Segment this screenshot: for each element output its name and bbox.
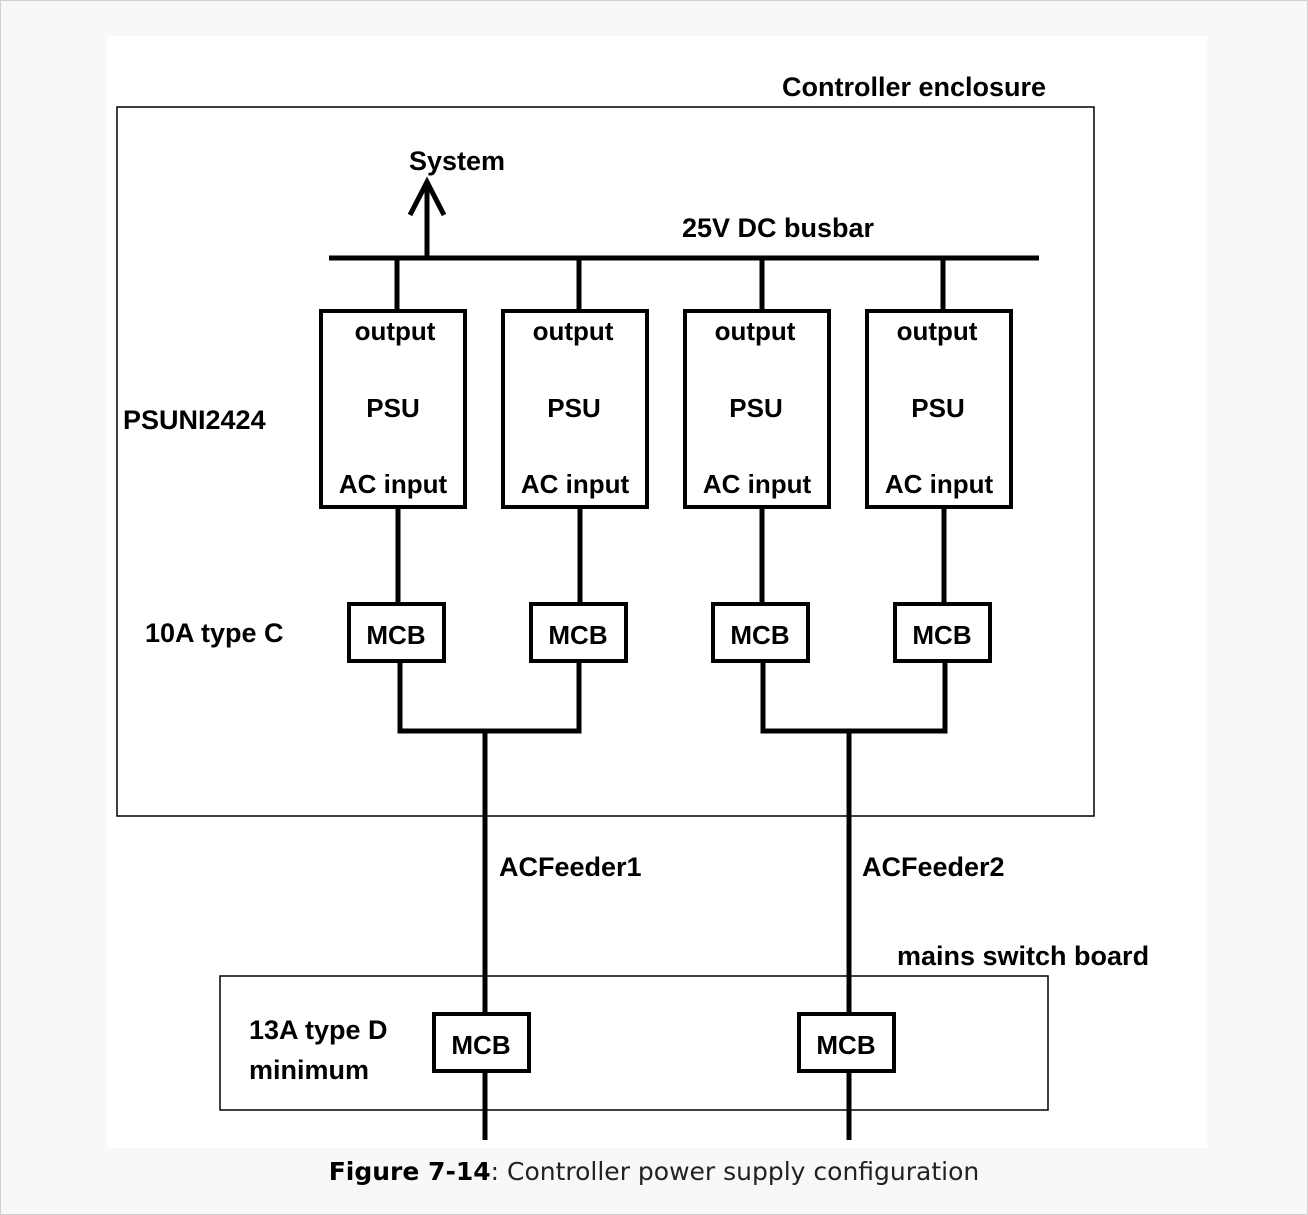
mcb-pair-join (760, 661, 948, 734)
figure-caption: Figure 7-14: Controller power supply con… (0, 1157, 1308, 1186)
switchboard-rating-line1: 13A type D (249, 1015, 388, 1045)
mcb-label: MCB (912, 620, 971, 650)
psu-output-label: output (715, 316, 796, 346)
ac-feeder-1-label: ACFeeder1 (499, 852, 642, 882)
mcb-pair-join (397, 661, 582, 734)
psu-box (683, 309, 831, 509)
figure: Controller enclosure System 25V DC busba… (107, 36, 1207, 1148)
mcb-box (432, 1012, 531, 1073)
mcb-box (347, 602, 446, 663)
figure-number: Figure 7-14 (328, 1157, 491, 1186)
switchboard-rating-line2: minimum (249, 1055, 369, 1085)
psu-output-label: output (533, 316, 614, 346)
busbar-label: 25V DC busbar (682, 213, 875, 243)
mcb-label: MCB (730, 620, 789, 650)
psu-name-label: PSU (366, 393, 419, 423)
switchboard-label: mains switch board (897, 941, 1149, 971)
controller-enclosure-box (116, 106, 1095, 817)
psu-input-label: AC input (521, 469, 630, 499)
mcb-rating-label: 10A type C (145, 618, 284, 648)
ac-feeder-2-label: ACFeeder2 (862, 852, 1005, 882)
psu-model-label: PSUNI2424 (123, 405, 266, 435)
psu-output-label: output (355, 316, 436, 346)
system-label: System (409, 146, 505, 176)
psu-box (865, 309, 1013, 509)
power-supply-diagram: Controller enclosure System 25V DC busba… (116, 72, 1149, 1140)
psu-output-label: output (897, 316, 978, 346)
mcb-label: MCB (451, 1030, 510, 1060)
switchboard-box (219, 975, 1049, 1111)
mcb-box (797, 1012, 896, 1073)
controller-enclosure-label: Controller enclosure (782, 72, 1046, 102)
caption-separator: : (490, 1157, 500, 1186)
mcb-label: MCB (816, 1030, 875, 1060)
psu-name-label: PSU (547, 393, 600, 423)
psu-input-label: AC input (703, 469, 812, 499)
psu-box (501, 309, 649, 509)
psu-name-label: PSU (729, 393, 782, 423)
mcb-label: MCB (548, 620, 607, 650)
psu-box (319, 309, 467, 509)
mcb-label: MCB (366, 620, 425, 650)
psu-name-label: PSU (911, 393, 964, 423)
caption-text: Controller power supply configuration (499, 1157, 980, 1186)
system-arrow-head (407, 176, 447, 217)
psu-input-label: AC input (339, 469, 448, 499)
psu-input-label: AC input (885, 469, 994, 499)
